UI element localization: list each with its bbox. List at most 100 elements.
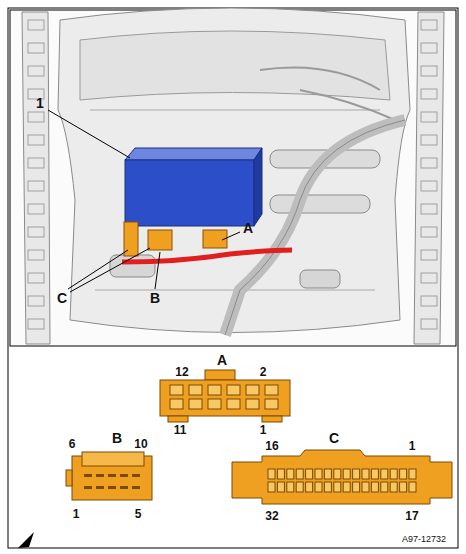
frame-hole <box>421 250 437 260</box>
frame-hole <box>28 66 44 76</box>
pin-number: 17 <box>405 510 418 522</box>
pin-cavity <box>324 482 331 492</box>
pin-cavity <box>371 469 378 479</box>
pin-cavity <box>170 385 183 395</box>
frame-hole <box>421 112 437 122</box>
frame-hole <box>421 319 437 329</box>
figure-code: A97-12732 <box>402 535 446 544</box>
pin-cavity <box>400 469 407 479</box>
callout-number: 1 <box>36 96 44 110</box>
pin-cavity <box>120 474 128 477</box>
pin-number: 32 <box>265 510 278 522</box>
connector-letter: C <box>57 291 67 305</box>
frame-hole <box>28 204 44 214</box>
pin-cavity <box>132 474 140 477</box>
frame-hole <box>421 43 437 53</box>
pin-cavity <box>362 482 369 492</box>
frame-hole <box>421 227 437 237</box>
pin-cavity <box>400 482 407 492</box>
pin-cavity <box>343 469 350 479</box>
frame-hole <box>28 158 44 168</box>
frame-hole <box>28 319 44 329</box>
pin-cavity <box>315 469 322 479</box>
pin-cavity <box>296 482 303 492</box>
pin-cavity <box>334 469 341 479</box>
pin-cavity <box>189 399 202 409</box>
pin-cavity <box>170 399 183 409</box>
pin-number: 6 <box>69 438 76 450</box>
pin-cavity <box>208 399 221 409</box>
frame-hole <box>28 181 44 191</box>
pin-cavity <box>343 482 350 492</box>
pin-cavity <box>296 469 303 479</box>
pin-cavity <box>334 482 341 492</box>
pin-cavity <box>227 385 240 395</box>
pin-cavity <box>265 399 278 409</box>
frame-hole <box>421 204 437 214</box>
pin-cavity <box>362 469 369 479</box>
pin-number: 11 <box>174 424 187 436</box>
frame-hole <box>421 135 437 145</box>
pin-cavity <box>208 385 221 395</box>
frame-hole <box>28 296 44 306</box>
frame-hole <box>421 66 437 76</box>
pin-cavity <box>227 399 240 409</box>
pin-number: 1 <box>260 424 267 436</box>
pin-number: 10 <box>134 438 147 450</box>
pin-cavity <box>246 399 259 409</box>
pin-cavity <box>353 469 360 479</box>
pin-cavity <box>287 482 294 492</box>
pin-cavity <box>189 385 202 395</box>
connector-letter: B <box>150 291 160 305</box>
pin-cavity <box>268 482 275 492</box>
pin-cavity <box>132 486 140 489</box>
pin-cavity <box>277 482 284 492</box>
pin-cavity <box>108 486 116 489</box>
connector-letter: B <box>112 431 122 445</box>
pin-cavity <box>371 482 378 492</box>
pin-cavity <box>120 486 128 489</box>
pin-cavity <box>265 385 278 395</box>
connector-letter: A <box>243 221 253 235</box>
pin-number: 1 <box>409 440 416 452</box>
frame-hole <box>28 43 44 53</box>
pin-cavity <box>84 474 92 477</box>
pin-cavity <box>409 469 416 479</box>
frame-hole <box>421 273 437 283</box>
pin-cavity <box>277 469 284 479</box>
connector-letter: A <box>217 353 227 367</box>
frame-hole <box>421 158 437 168</box>
pin-cavity <box>306 469 313 479</box>
pin-cavity <box>409 482 416 492</box>
frame-hole <box>421 181 437 191</box>
frame-hole <box>28 273 44 283</box>
connector-letter: C <box>329 431 339 445</box>
pin-cavity <box>268 469 275 479</box>
pin-cavity <box>246 385 259 395</box>
pin-cavity <box>381 469 388 479</box>
pin-cavity <box>96 474 104 477</box>
frame-hole <box>421 20 437 30</box>
pin-number: 16 <box>265 440 278 452</box>
frame-hole <box>28 112 44 122</box>
frame-hole <box>28 227 44 237</box>
pin-cavity <box>381 482 388 492</box>
frame-hole <box>28 135 44 145</box>
pin-cavity <box>287 469 294 479</box>
frame-hole <box>28 20 44 30</box>
pin-number: 12 <box>175 366 188 378</box>
frame-hole <box>28 250 44 260</box>
frame-hole <box>421 89 437 99</box>
pin-cavity <box>315 482 322 492</box>
frame-hole <box>421 296 437 306</box>
pin-cavity <box>84 486 92 489</box>
pin-cavity <box>390 469 397 479</box>
pin-cavity <box>353 482 360 492</box>
pin-number: 1 <box>73 508 80 520</box>
pin-cavity <box>390 482 397 492</box>
pin-number: 5 <box>135 508 142 520</box>
pin-cavity <box>324 469 331 479</box>
pin-number: 2 <box>260 366 267 378</box>
